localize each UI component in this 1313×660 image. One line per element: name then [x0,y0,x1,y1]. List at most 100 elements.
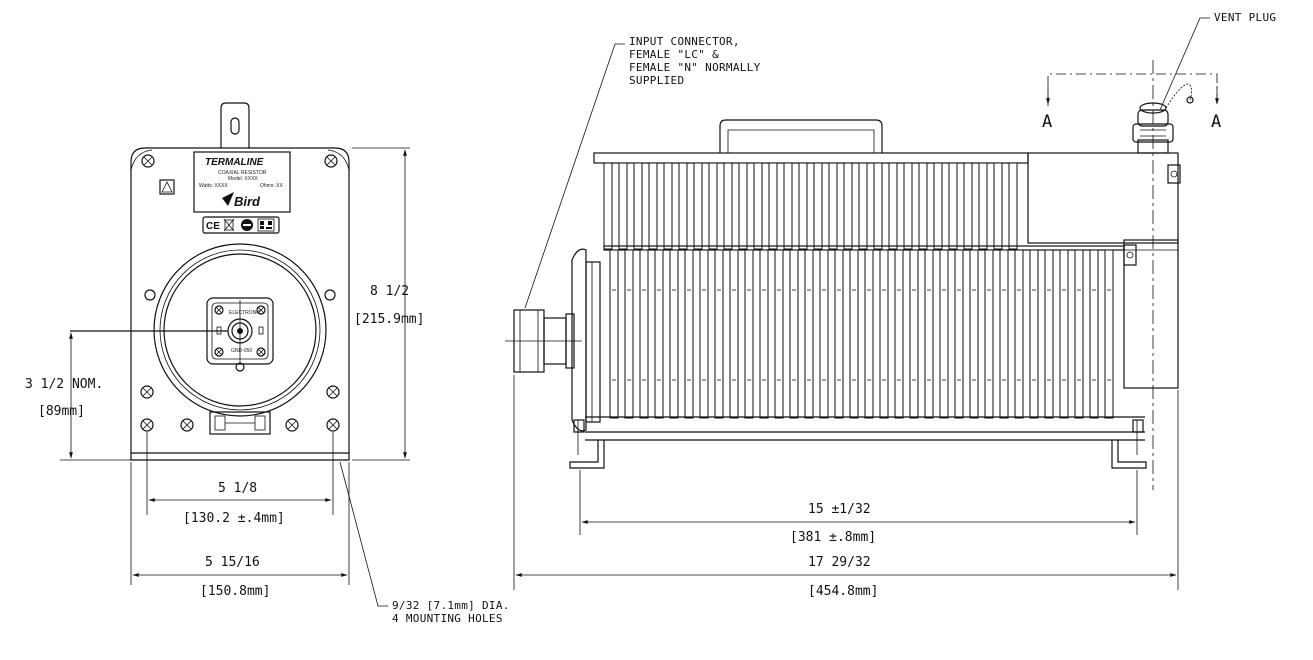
input-connector-side [505,309,582,373]
no-entry-icon [241,219,253,231]
fin [828,162,838,250]
fin [1089,249,1099,419]
fin [633,162,643,250]
screw-icon [180,418,194,432]
fin [978,162,988,250]
fin [813,162,823,250]
dim-width-mm: [150.8mm] [200,584,270,599]
fin [714,249,724,419]
fin [909,249,919,419]
dim-body-length-mm: [381 ±.8mm] [790,530,876,545]
fin [1014,249,1024,419]
fin [759,249,769,419]
fin [654,249,664,419]
screw-icon [324,154,338,168]
dim-hole-spacing-mm: [130.2 ±.4mm] [183,511,285,526]
label-brand: TERMALINE [205,157,264,168]
warning-icon [159,179,175,195]
label-model: Model: XXXX [228,176,258,182]
fin [753,162,763,250]
dim-overall-length: 17 29/32 [808,555,871,570]
fin [804,249,814,419]
fin [684,249,694,419]
fin [948,162,958,250]
cooling-fins-lower [609,249,1114,419]
fin [768,162,778,250]
ce-mark: CE [206,221,220,232]
fin [843,162,853,250]
fin [864,249,874,419]
fin [894,249,904,419]
screw-icon [326,385,340,399]
note-input-1: INPUT CONNECTOR, [629,35,740,48]
fin [819,249,829,419]
fin [708,162,718,250]
label-logo: Bird [234,194,261,209]
note-input-2: FEMALE "LC" & [629,48,719,61]
dim-overall-length-mm: [454.8mm] [808,584,878,599]
dim-height: 8 1/2 [370,284,409,299]
fin [888,162,898,250]
fin [879,249,889,419]
fin [783,162,793,250]
fin [699,249,709,419]
fin [738,162,748,250]
fin [639,249,649,419]
dim-center-height-mm: [89mm] [38,404,85,419]
fin [1059,249,1069,419]
front-dimensions: 8 1/2 [215.9mm] 3 1/2 NOM. [89mm] 5 1/8 … [25,147,510,625]
screw-icon [141,154,155,168]
fin [798,162,808,250]
cooling-fins-upper [603,162,1018,250]
fin [648,162,658,250]
note-mounting-2: 4 MOUNTING HOLES [392,612,503,625]
fin [1044,249,1054,419]
fin [903,162,913,250]
fin [723,162,733,250]
fin [1074,249,1084,419]
fin [1008,162,1018,250]
fin [924,249,934,419]
connector-text-bottom: GND-050 [231,348,252,354]
connector-text-top: ELECTRONIC [229,310,262,316]
fin [954,249,964,419]
fin [678,162,688,250]
note-input-3: FEMALE "N" NORMALLY [629,61,761,74]
label-plate: TERMALINE COAXIAL RESISTOR Model: XXXX W… [193,151,291,213]
section-label-left: A [1042,112,1052,132]
note-mounting-1: 9/32 [7.1mm] DIA. [392,599,510,612]
front-view: TERMALINE COAXIAL RESISTOR Model: XXXX W… [70,102,350,461]
fin [858,162,868,250]
section-label-right: A [1211,112,1221,132]
dim-width: 5 15/16 [205,555,260,570]
fin [1029,249,1039,419]
note-vent-plug: VENT PLUG [1214,11,1276,24]
fin [729,249,739,419]
weee-bin-icon [223,218,235,232]
fin [693,162,703,250]
fin [933,162,943,250]
fin [603,162,613,250]
certification-marks: CE [202,216,280,234]
fin [969,249,979,419]
fin [918,162,928,250]
fin [939,249,949,419]
fin [789,249,799,419]
side-view: A A VENT PLUG INPUT CONNECTOR, FEMALE "L… [505,11,1276,490]
fin [663,162,673,250]
screw-icon [140,418,154,432]
fin [993,162,1003,250]
fin [624,249,634,419]
label-ohms: Ohms: XX [260,183,283,189]
fin [618,162,628,250]
screw-icon [326,418,340,432]
label-product: COAXIAL RESISTOR [218,170,267,176]
fin [963,162,973,250]
dim-body-length: 15 ±1/32 [808,502,871,517]
qr-code-icon [257,218,275,232]
vent-plug [1132,83,1194,154]
bird-logo-icon: Bird [222,192,261,209]
fin [999,249,1009,419]
fin [873,162,883,250]
fin [849,249,859,419]
